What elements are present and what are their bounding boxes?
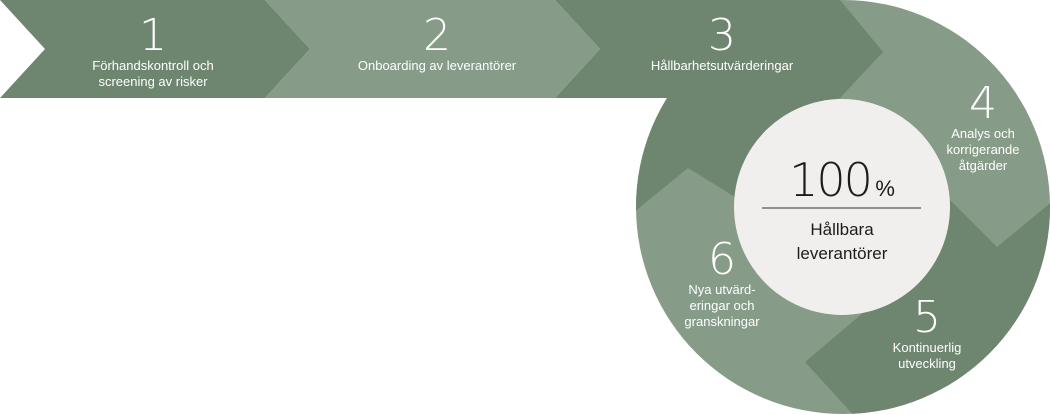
step-5: 5 Kontinuerlig utveckling (892, 292, 962, 372)
center-value: 100 % (789, 153, 895, 207)
step-4: 4 Analys och korrigerande åtgärder (946, 78, 1020, 174)
arrow-step-1 (0, 0, 310, 98)
center-circle (734, 99, 950, 315)
arrow-step-3 (555, 0, 883, 98)
step-2: 2 Onboarding av leverantörer (357, 10, 517, 74)
center-label: Hållbara leverantörer (796, 220, 888, 263)
step-6: 6 Nya utvärd- eringar och granskningar (684, 234, 760, 330)
step-3: 3 Hållbarhetsutvärderingar (650, 10, 794, 74)
arrow-step-2 (265, 0, 600, 98)
step-1: 1 Förhandskontroll och screening av risk… (92, 10, 214, 90)
